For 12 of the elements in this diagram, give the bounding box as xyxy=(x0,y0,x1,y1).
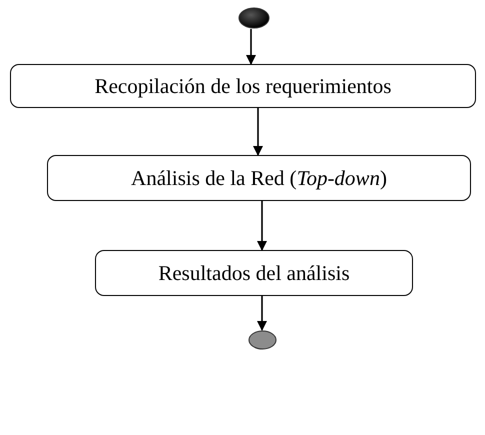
activity-label: Recopilación de los requerimientos xyxy=(94,74,392,98)
end-node xyxy=(248,330,277,350)
arrow xyxy=(253,108,263,156)
activity-box xyxy=(10,64,476,108)
activity-label: Resultados del análisis xyxy=(158,260,350,286)
arrow xyxy=(246,29,256,65)
activity-box xyxy=(95,250,413,296)
arrow xyxy=(257,296,267,331)
activity-box xyxy=(47,155,471,201)
arrow xyxy=(257,201,267,251)
activity-label: Análisis de la Red (Top-down) xyxy=(131,166,387,190)
start-node xyxy=(238,7,270,29)
